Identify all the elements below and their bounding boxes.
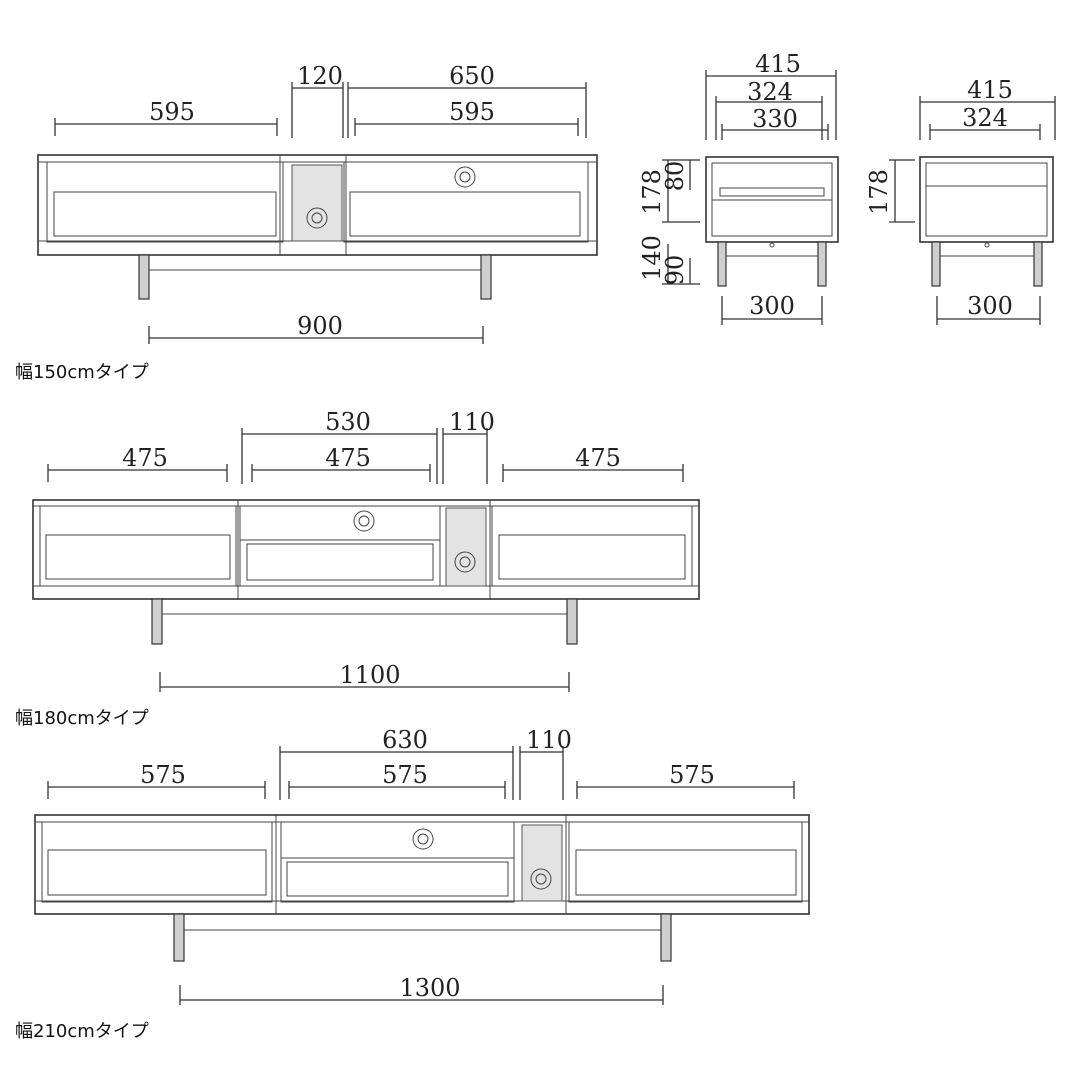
dim-height-inner-2: 178 bbox=[865, 169, 893, 215]
dim-left-door: 475 bbox=[122, 444, 168, 472]
dim-center-width: 120 bbox=[297, 62, 343, 90]
dim-right-outer: 650 bbox=[449, 62, 495, 90]
caption-210: 幅210cmタイプ bbox=[15, 1021, 149, 1042]
dim-leg-height-total-1: 140 bbox=[638, 235, 666, 281]
dim-center-width: 110 bbox=[526, 726, 572, 754]
dim-depth-total-1: 415 bbox=[755, 50, 801, 78]
dim-center-outer: 530 bbox=[325, 408, 371, 436]
side-cabinet-2 bbox=[919, 156, 1054, 287]
dimension-lines-150 bbox=[54, 82, 587, 344]
side-view-2: 415 324 178 300 bbox=[865, 76, 1056, 325]
dim-depth-total-2: 415 bbox=[967, 76, 1013, 104]
dim-left-door: 575 bbox=[140, 761, 186, 789]
dim-depth-drawer-1: 330 bbox=[752, 105, 798, 133]
dim-drawer-height-1: 80 bbox=[661, 161, 689, 192]
dim-leg-span-side-1: 300 bbox=[749, 292, 795, 320]
dim-depth-inner-2: 324 bbox=[962, 104, 1008, 132]
dim-leg-span: 900 bbox=[297, 312, 343, 340]
dim-right-door: 575 bbox=[669, 761, 715, 789]
dimension-lines-210 bbox=[47, 746, 795, 1005]
cabinet-180 bbox=[32, 499, 700, 645]
front-view-180: 475 530 475 110 475 1100 bbox=[15, 408, 700, 729]
dim-height-inner-1: 178 bbox=[638, 169, 666, 215]
side-cabinet-1 bbox=[705, 156, 839, 287]
dim-center-outer: 630 bbox=[382, 726, 428, 754]
dim-left-door: 595 bbox=[149, 98, 195, 126]
dimension-lines-180 bbox=[47, 428, 684, 692]
dim-leg-height-1: 90 bbox=[661, 255, 689, 286]
dim-center-width: 110 bbox=[449, 408, 495, 436]
front-view-150: 595 120 650 595 900 幅150cmタイプ bbox=[15, 62, 598, 383]
side-view-1: 415 324 330 178 80 140 90 300 bbox=[638, 50, 839, 325]
dim-right-door: 595 bbox=[449, 98, 495, 126]
front-view-210: 575 630 575 110 575 1300 bbox=[15, 726, 810, 1042]
cabinet-210 bbox=[34, 814, 810, 962]
dim-center-door: 475 bbox=[325, 444, 371, 472]
caption-180: 幅180cmタイプ bbox=[15, 708, 149, 729]
cabinet-150 bbox=[37, 154, 598, 300]
dim-leg-span-side-2: 300 bbox=[967, 292, 1013, 320]
dim-depth-inner-1: 324 bbox=[747, 78, 793, 106]
dim-leg-span: 1100 bbox=[339, 661, 400, 689]
dim-center-door: 575 bbox=[382, 761, 428, 789]
side-dimension-lines-1 bbox=[662, 70, 837, 325]
side-dimension-lines-2 bbox=[889, 96, 1056, 325]
dim-right-door: 475 bbox=[575, 444, 621, 472]
caption-150: 幅150cmタイプ bbox=[15, 362, 149, 383]
dim-leg-span: 1300 bbox=[399, 974, 460, 1002]
